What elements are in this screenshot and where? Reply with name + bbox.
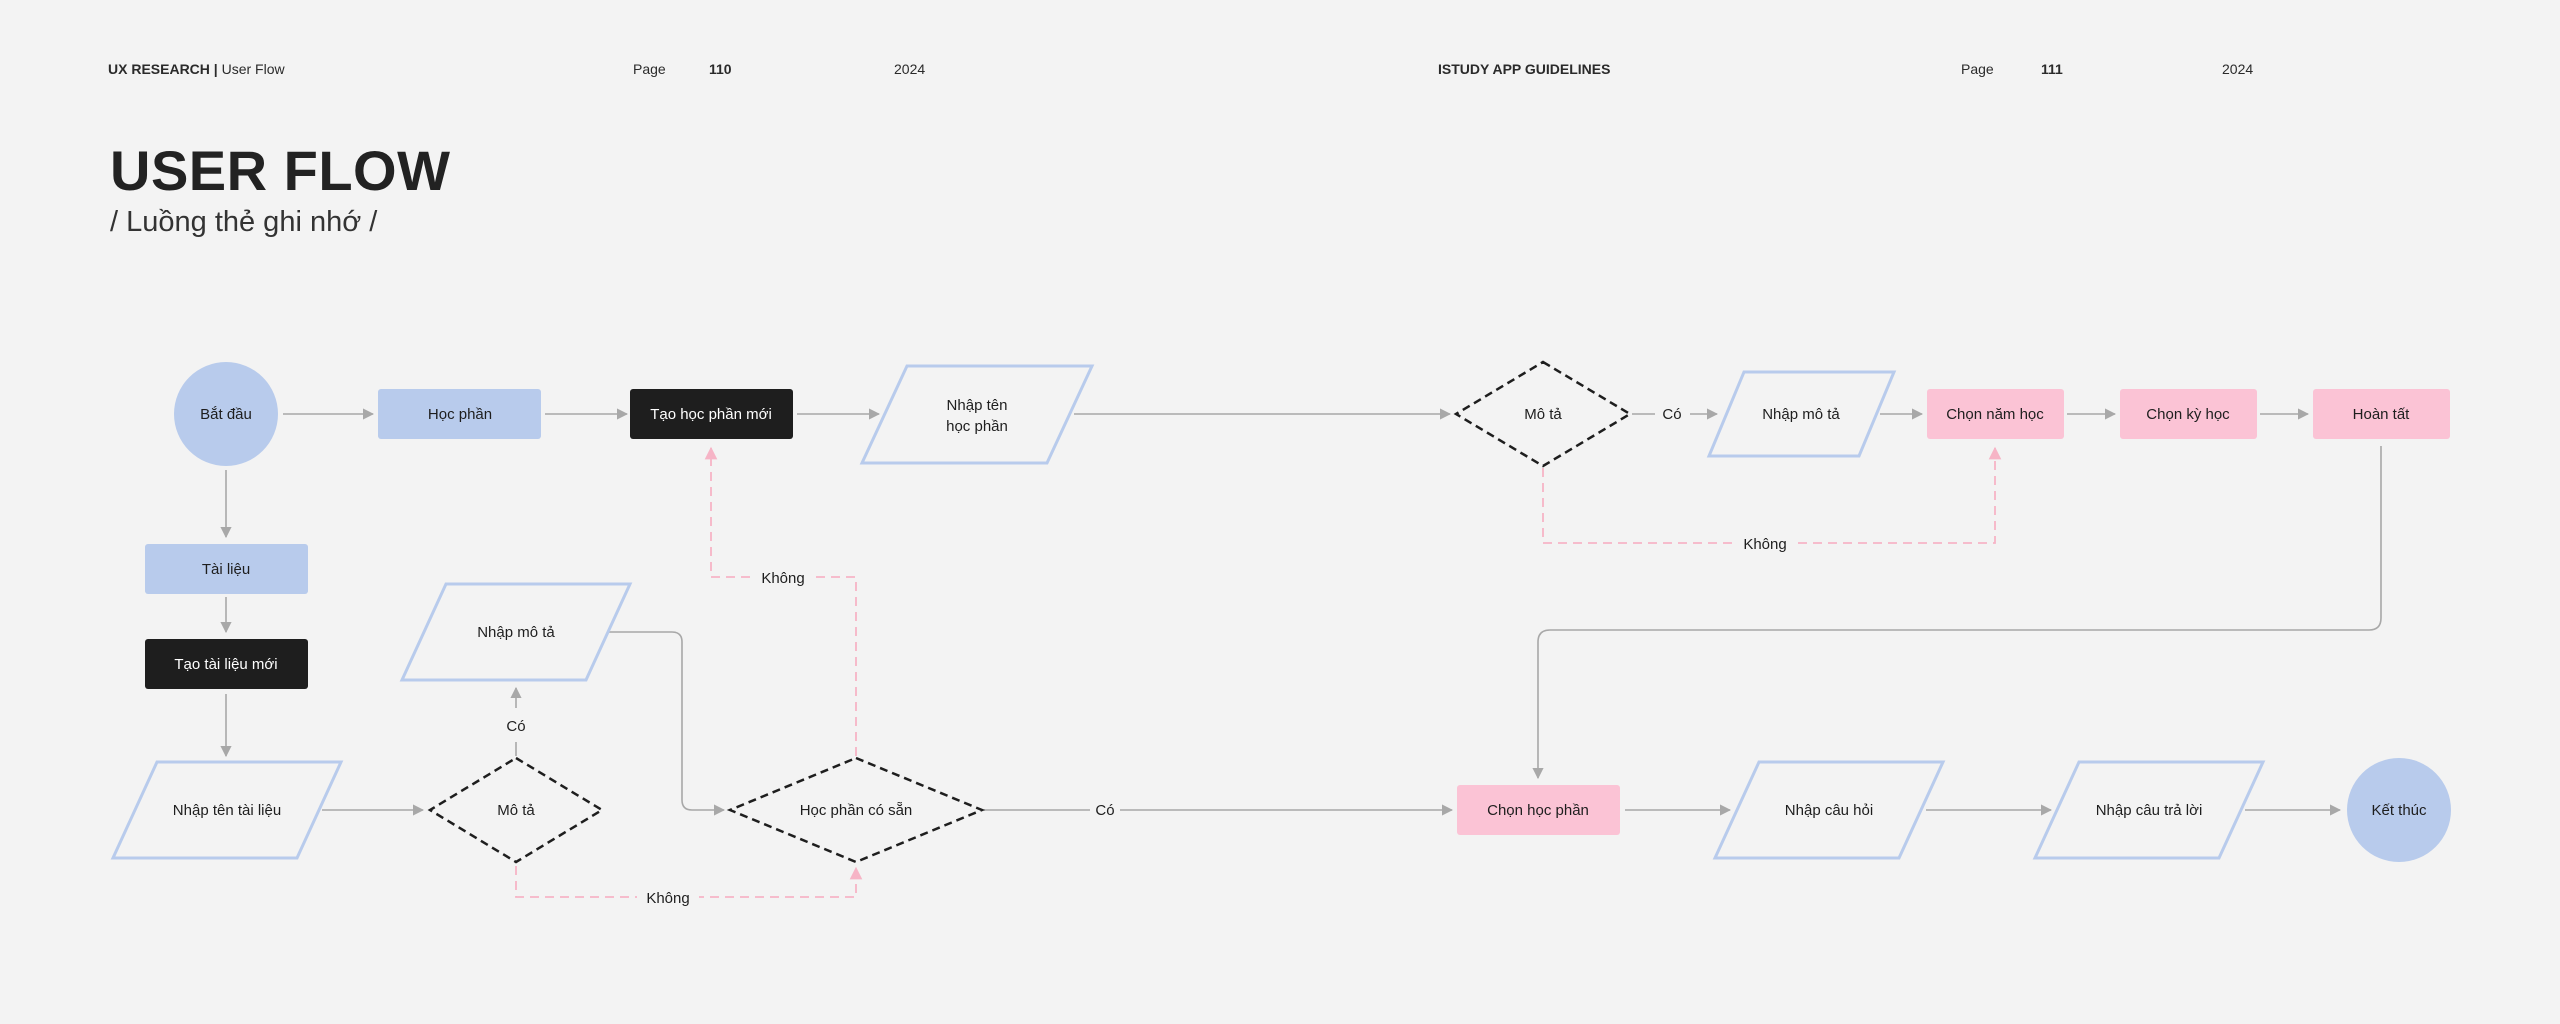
node-nhap-cau-tra-loi-label: Nhập câu trả lời: [2096, 802, 2203, 819]
page-label-left: Page: [633, 61, 666, 77]
node-nhap-ten-tai-lieu-label: Nhập tên tài liệu: [173, 802, 281, 819]
header-section-rest: User Flow: [217, 61, 285, 77]
node-nhap-ten-hoc-phan-line2: học phần: [946, 418, 1008, 435]
edge-hoantat-to-chon-hoc-phan: [1532, 446, 2382, 780]
page-number-right: 111: [2041, 61, 2063, 77]
page-title: USER FLOW: [110, 139, 451, 202]
node-nhap-cau-tra-loi: Nhập câu trả lời: [2032, 760, 2266, 860]
node-hoan-tat-label: Hoàn tất: [2353, 406, 2411, 423]
node-mo-ta-bottom-label: Mô tả: [497, 802, 535, 819]
page-label-right: Page: [1961, 61, 1994, 77]
node-chon-nam-hoc-label: Chọn năm học: [1946, 406, 2044, 423]
header-section-bold: UX RESEARCH |: [108, 61, 218, 77]
page-number-left: 110: [709, 61, 732, 77]
header-center-title: ISTUDY APP GUIDELINES: [1438, 61, 1611, 77]
node-hoc-phan-label: Học phần: [428, 406, 492, 423]
node-hoc-phan-co-san: Học phần có sẵn: [726, 756, 986, 864]
node-mo-ta-bottom: Mô tả: [427, 756, 605, 864]
node-ket-thuc: Kết thúc: [2347, 758, 2451, 862]
node-chon-hoc-phan: Chọn học phần: [1457, 785, 1620, 835]
edge-label-khong-top: Không: [1743, 536, 1786, 553]
node-nhap-ten-hoc-phan: Nhập tên học phần: [859, 364, 1095, 465]
node-nhap-ten-hoc-phan-line1: Nhập tên: [947, 397, 1008, 414]
node-tao-tai-lieu-moi-label: Tạo tài liệu mới: [174, 656, 277, 673]
edge-label-khong-mid: Không: [761, 570, 804, 587]
node-tao-hoc-phan-moi: Tạo học phần mới: [630, 389, 793, 439]
node-ket-thuc-label: Kết thúc: [2371, 802, 2427, 819]
edge-cosan-khong-to-tao: [704, 446, 857, 756]
node-nhap-mo-ta-left: Nhập mô tả: [399, 582, 633, 682]
edge-label-co-bottom: Có: [1095, 802, 1114, 819]
node-tai-lieu: Tài liệu: [145, 544, 308, 594]
node-tao-tai-lieu-moi: Tạo tài liệu mới: [145, 639, 308, 689]
node-tao-hoc-phan-moi-label: Tạo học phần mới: [650, 406, 772, 423]
node-chon-ky-hoc: Chọn kỳ học: [2120, 389, 2257, 439]
node-mo-ta-top-label: Mô tả: [1524, 406, 1562, 423]
header-section: UX RESEARCH | User Flow: [108, 61, 285, 77]
node-hoc-phan-co-san-label: Học phần có sẵn: [800, 802, 913, 819]
year-right: 2024: [2222, 61, 2254, 77]
node-chon-nam-hoc: Chọn năm học: [1927, 389, 2064, 439]
node-nhap-cau-hoi-label: Nhập câu hỏi: [1785, 802, 1873, 819]
node-hoc-phan: Học phần: [378, 389, 541, 439]
edge-label-khong-bottom: Không: [646, 890, 689, 907]
node-tai-lieu-label: Tài liệu: [202, 561, 250, 578]
node-nhap-ten-tai-lieu: Nhập tên tài liệu: [110, 760, 344, 860]
node-chon-ky-hoc-label: Chọn kỳ học: [2146, 406, 2230, 423]
node-mo-ta-top: Mô tả: [1453, 360, 1633, 468]
edge-nhap-mota-to-hocphan-cosan: [608, 631, 726, 816]
node-nhap-mo-ta-top-label: Nhập mô tả: [1762, 406, 1840, 423]
node-nhap-mo-ta-left-label: Nhập mô tả: [477, 624, 555, 641]
page-subtitle: / Luồng thẻ ghi nhớ /: [110, 206, 378, 238]
node-hoan-tat: Hoàn tất: [2313, 389, 2450, 439]
node-start: Bắt đầu: [174, 362, 278, 466]
node-start-label: Bắt đầu: [200, 406, 252, 423]
year-left: 2024: [894, 61, 926, 77]
node-nhap-cau-hoi: Nhập câu hỏi: [1712, 760, 1946, 860]
edge-mota-top-khong: [1542, 446, 2002, 544]
edge-label-co-left: Có: [506, 718, 525, 735]
edge-label-co-top: Có: [1662, 406, 1681, 423]
node-nhap-mo-ta-top: Nhập mô tả: [1706, 370, 1897, 458]
node-chon-hoc-phan-label: Chọn học phần: [1487, 802, 1589, 819]
